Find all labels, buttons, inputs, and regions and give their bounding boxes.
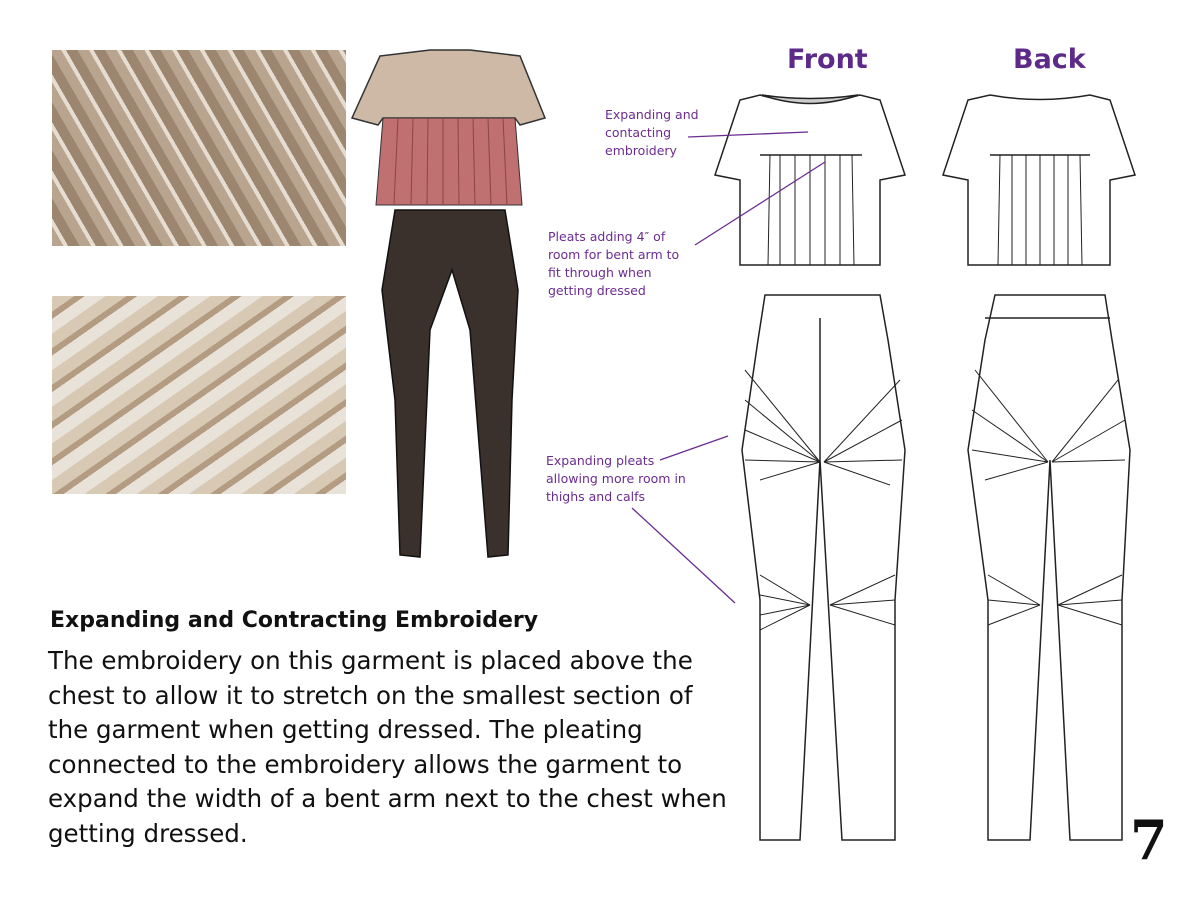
back-leggings-flat xyxy=(967,294,1131,841)
back-view-label: Back xyxy=(1013,44,1086,75)
embroidery-annotation: Expanding and contacting embroidery xyxy=(605,107,699,158)
front-top-flat xyxy=(714,94,906,266)
section-body: The embroidery on this garment is placed… xyxy=(48,646,727,848)
pleats-annotation: Pleats adding 4″ of room for bent arm to… xyxy=(548,229,680,298)
section-heading: Expanding and Contracting Embroidery xyxy=(50,608,539,633)
embroidery-sample-photo-expanded xyxy=(52,296,346,494)
back-top-flat xyxy=(942,94,1136,266)
page-number: 7 xyxy=(1130,808,1168,872)
front-leggings-flat xyxy=(741,294,906,841)
fashion-illustration xyxy=(350,49,547,558)
annotation-arrows xyxy=(631,131,826,604)
leg-pleats-annotation: Expanding pleats allowing more room in t… xyxy=(546,453,686,504)
embroidery-sample-photo-flat xyxy=(52,50,346,246)
front-view-label: Front xyxy=(787,44,868,75)
